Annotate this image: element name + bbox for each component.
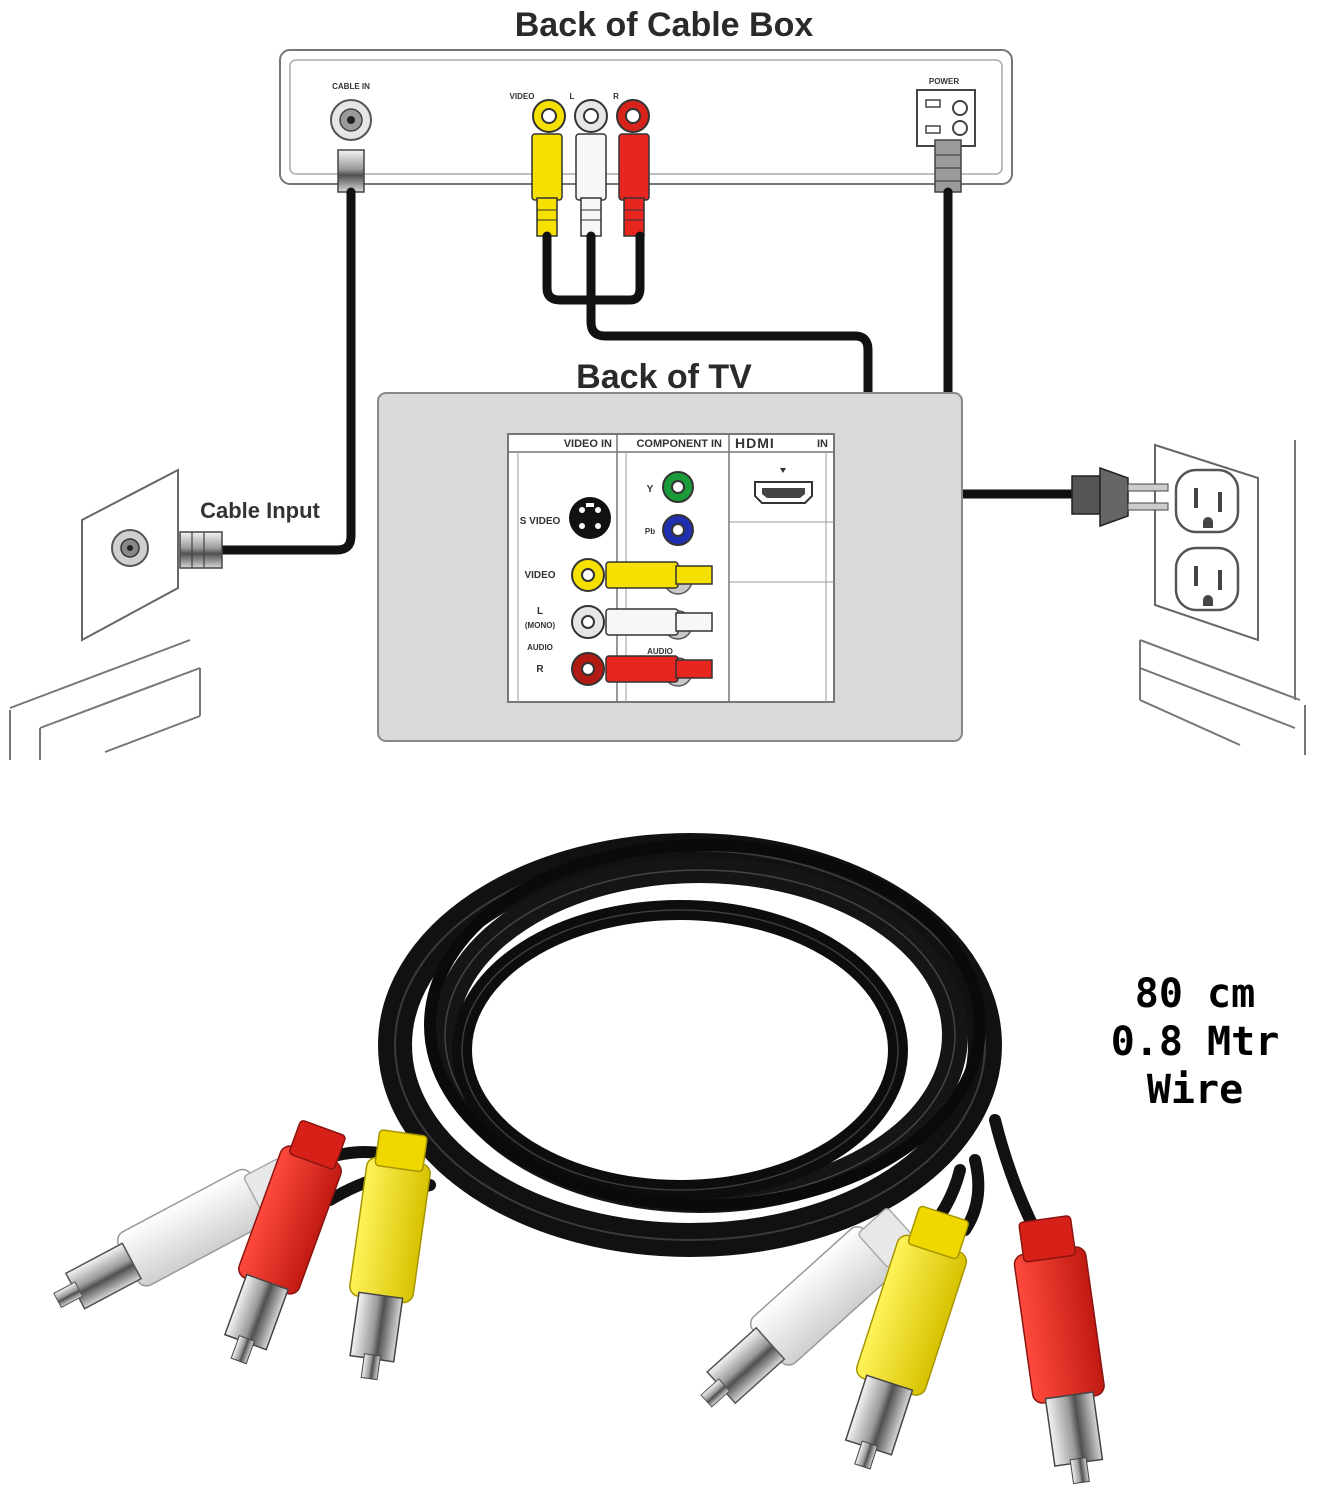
tv-audio-r-label: R [536, 664, 544, 675]
tv-rca-plugs [605, 561, 713, 683]
s-video-port [569, 497, 611, 539]
box-video-port-label: VIDEO [510, 92, 535, 101]
coax-cable [215, 187, 356, 555]
component-audio-label: AUDIO [647, 647, 673, 656]
tv-mono-label: (MONO) [525, 621, 556, 630]
power-port-label: POWER [929, 77, 959, 86]
s-video-label: S VIDEO [520, 516, 561, 527]
power-plug [1071, 466, 1169, 528]
power-wall-outlet [1154, 443, 1259, 642]
right-wall-sketch [1139, 440, 1306, 755]
video-in-header: VIDEO IN [564, 438, 612, 450]
cable-input-label: Cable Input [200, 498, 320, 523]
spec-line-length-m: 0.8 Mtr [1110, 1019, 1280, 1065]
cable-in-port [330, 99, 372, 193]
box-right-port-label: R [613, 92, 619, 101]
left-wall-sketch [9, 639, 201, 760]
spec-line-length-cm: 80 cm [1134, 971, 1256, 1017]
rca-plug-yellow-left [349, 1129, 431, 1381]
coiled-rca-cable [254, 833, 1041, 1257]
spec-line-type: Wire [1146, 1067, 1244, 1113]
component-in-header: COMPONENT IN [636, 438, 722, 450]
box-rca-plugs [531, 133, 650, 237]
hdmi-header: HDMI [735, 435, 775, 451]
power-port [916, 89, 976, 193]
component-pb-label: Pb [645, 527, 655, 536]
hdmi-port [754, 468, 813, 504]
rca-plug-red-left [223, 1120, 346, 1365]
power-cable [943, 187, 1080, 499]
box-left-port-label: L [570, 92, 575, 101]
tv-rca-jacks [571, 558, 605, 686]
coax-wall-plate [81, 468, 179, 642]
box-rca-jacks [532, 99, 650, 133]
cable-length-spec: 80 cm 0.8 Mtr Wire [1060, 970, 1323, 1114]
rca-plug-red-right [1013, 1215, 1105, 1485]
hdmi-in-header: IN [817, 438, 828, 450]
tv-audio-l-label: L [537, 606, 543, 617]
component-y-label: Y [647, 484, 654, 495]
cable-in-port-label: CABLE IN [332, 82, 370, 91]
tv-title: Back of TV [576, 358, 752, 396]
coax-wall-plug [179, 531, 223, 569]
tv-audio-label: AUDIO [527, 643, 553, 652]
rca-plug-yellow-right [844, 1205, 970, 1470]
tv-video-label: VIDEO [524, 570, 555, 581]
cable-box-title: Back of Cable Box [515, 6, 814, 44]
